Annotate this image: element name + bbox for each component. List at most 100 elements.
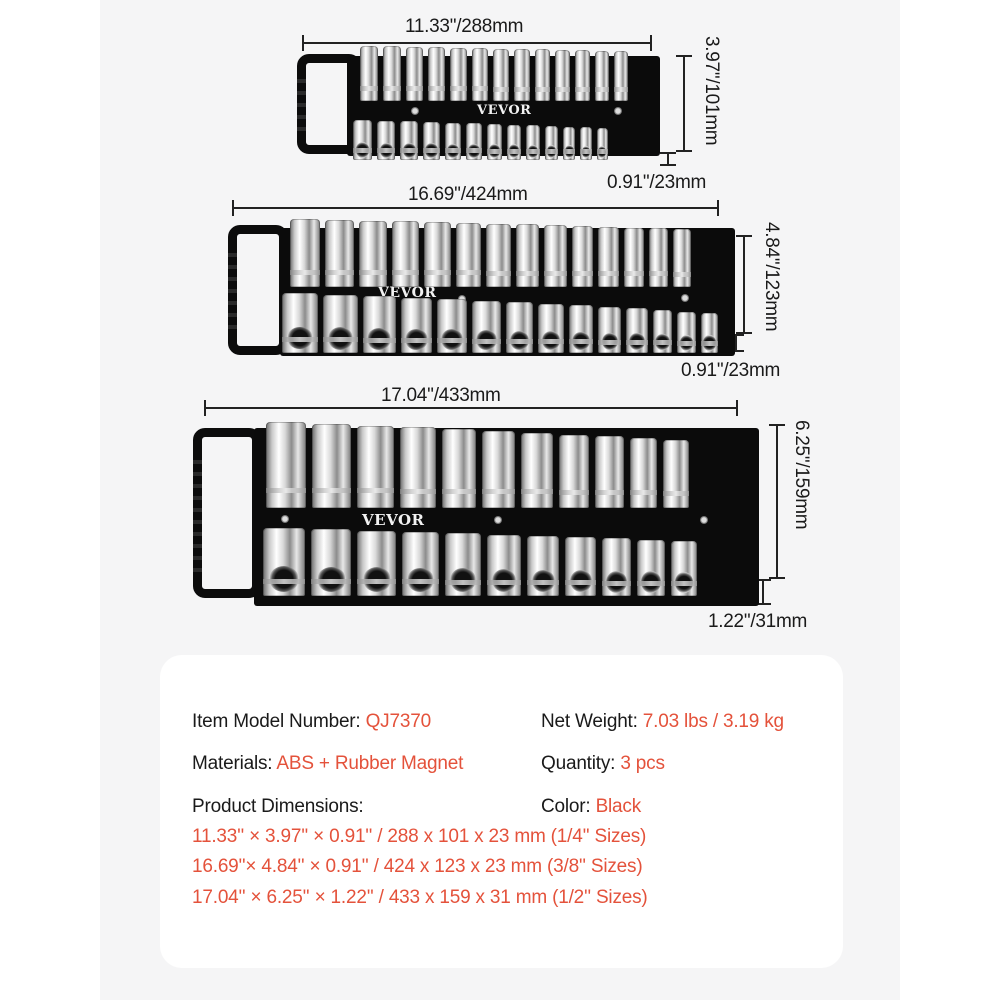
- shallow-socket: [444, 122, 462, 160]
- shallow-socket: [486, 124, 502, 160]
- shallow-socket: [565, 537, 597, 596]
- spec-color-label: Color:: [541, 796, 596, 817]
- deep-socket: [266, 422, 306, 508]
- shallow-socket: [596, 128, 608, 160]
- spec-weight-value: 7.03 lbs / 3.19 kg: [642, 711, 784, 732]
- deep-socket: [424, 222, 452, 287]
- shallow-socket: [437, 299, 468, 353]
- deep-socket: [312, 423, 351, 508]
- shallow-socket: [526, 535, 560, 596]
- length-label: 17.04''/433mm: [381, 385, 501, 406]
- deep-socket: [455, 222, 482, 287]
- dimension-line-quarter-inch: 11.33'' × 3.97'' × 0.91'' / 288 x 101 x …: [192, 826, 647, 847]
- depth-label: 1.22''/31mm: [708, 611, 808, 632]
- deep-socket: [613, 51, 628, 101]
- screw-icon: [494, 516, 502, 524]
- shallow-socket: [652, 309, 673, 353]
- deep-socket: [356, 425, 394, 508]
- deep-socket: [558, 434, 589, 508]
- depth-label: 0.91''/23mm: [607, 172, 707, 193]
- shallow-socket: [526, 125, 540, 160]
- shallow-socket: [357, 530, 397, 596]
- deep-socket: [598, 226, 620, 287]
- spec-color: Color: Black: [541, 796, 641, 818]
- deep-socket: [325, 219, 355, 287]
- screw-icon: [458, 295, 466, 303]
- shallow-socket: [400, 297, 433, 353]
- dimension-line-half-inch: 17.04'' × 6.25'' × 1.22'' / 433 x 159 x …: [192, 887, 648, 908]
- screw-icon: [281, 515, 289, 523]
- shallow-socket: [506, 124, 522, 160]
- shallow-socket: [282, 293, 318, 353]
- deep-socket: [492, 48, 509, 101]
- spec-dimensions-label: Product Dimensions:: [192, 796, 364, 817]
- depth-dimension-line: [728, 334, 744, 352]
- height-label: 6.25''/159mm: [791, 420, 812, 530]
- shallow-socket: [353, 120, 372, 160]
- deep-socket: [360, 46, 378, 101]
- deep-socket: [515, 224, 540, 287]
- shallow-socket: [580, 127, 592, 160]
- deep-socket: [544, 225, 567, 287]
- deep-socket: [629, 438, 658, 508]
- deep-socket: [481, 431, 515, 508]
- spec-quantity-value: 3 pcs: [620, 753, 665, 774]
- shallow-socket: [400, 121, 418, 160]
- deep-socket: [534, 49, 551, 101]
- shallow-socket: [637, 539, 665, 596]
- length-dimension-line: [232, 200, 719, 216]
- deep-socket-row: [266, 422, 689, 508]
- length-label: 11.33''/288mm: [405, 16, 524, 37]
- deep-socket: [359, 220, 388, 287]
- depth-dimension-line: [755, 579, 771, 605]
- height-label: 3.97''/101mm: [701, 36, 722, 146]
- deep-socket: [486, 223, 511, 287]
- height-dimension-line: [676, 55, 692, 152]
- tray-handle[interactable]: [193, 428, 261, 598]
- screw-icon: [411, 107, 419, 115]
- shallow-socket: [466, 123, 482, 160]
- brand-logo: VEVOR: [362, 511, 425, 529]
- shallow-socket-row: [263, 528, 697, 596]
- deep-socket: [672, 229, 691, 287]
- spec-color-value: Black: [595, 796, 642, 817]
- shallow-socket: [472, 300, 502, 353]
- shallow-socket: [670, 541, 697, 596]
- deep-socket: [649, 228, 668, 287]
- spec-model-value: QJ7370: [365, 711, 432, 732]
- shallow-socket: [486, 534, 521, 596]
- deep-socket: [571, 225, 594, 287]
- shallow-socket-row: [353, 120, 608, 160]
- shallow-socket: [700, 313, 718, 353]
- shallow-socket: [598, 306, 622, 353]
- deep-socket: [290, 219, 320, 287]
- deep-socket-row: [360, 46, 628, 101]
- brand-logo: VEVOR: [477, 103, 532, 118]
- deep-socket: [594, 436, 624, 508]
- spec-model-label: Item Model Number:: [192, 711, 366, 732]
- height-dimension-line: [736, 235, 752, 334]
- deep-socket-row: [290, 217, 691, 287]
- deep-socket: [427, 47, 445, 101]
- tray-handle[interactable]: [228, 225, 288, 355]
- deep-socket: [383, 46, 401, 101]
- length-dimension-line: [302, 35, 652, 51]
- deep-socket: [513, 48, 530, 101]
- spec-model: Item Model Number: QJ7370: [192, 711, 431, 733]
- shallow-socket: [445, 533, 481, 596]
- shallow-socket: [562, 126, 576, 160]
- depth-label: 0.91''/23mm: [681, 360, 781, 381]
- spec-materials: Materials: ABS + Rubber Magnet: [192, 753, 463, 775]
- deep-socket: [624, 227, 645, 287]
- deep-socket: [574, 50, 590, 101]
- shallow-socket: [377, 120, 396, 160]
- deep-socket: [399, 427, 436, 508]
- shallow-socket: [506, 302, 534, 353]
- deep-socket: [662, 440, 689, 508]
- shallow-socket: [569, 305, 594, 353]
- deep-socket: [554, 49, 570, 101]
- deep-socket: [441, 429, 477, 508]
- spec-weight: Net Weight: 7.03 lbs / 3.19 kg: [541, 711, 784, 733]
- specifications-card: [160, 655, 843, 968]
- shallow-socket: [311, 529, 352, 596]
